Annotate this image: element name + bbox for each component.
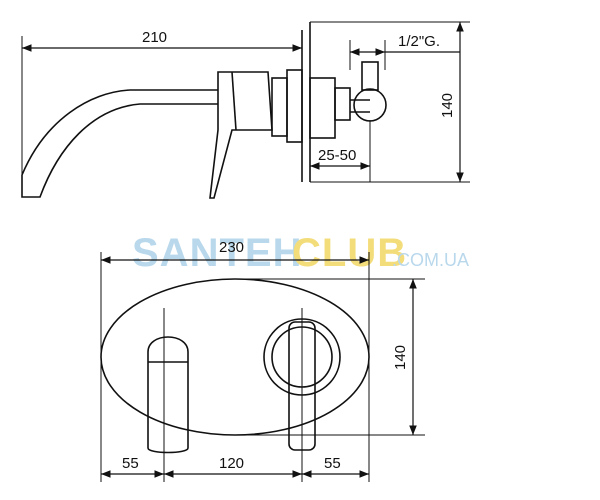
lever-handle [209, 71, 273, 199]
dim-label-wall-depth: 25-50 [318, 147, 356, 164]
valve-body [334, 87, 351, 121]
dim-label-plate-height: 140 [392, 345, 409, 370]
flange-block [286, 69, 303, 143]
dim-label-spout-length: 210 [142, 29, 167, 46]
spout-outline [21, 89, 218, 198]
pipe-stub [361, 61, 379, 91]
spout-outlet [147, 336, 189, 454]
wall-box [309, 77, 336, 139]
watermark-brand-part1: SANTEH [132, 231, 302, 275]
watermark: SANTEH CLUB .COM.UA [132, 231, 469, 275]
side-view-labels: 210 1/2"G. 25-50 140 [142, 29, 456, 164]
dim-label-height-side: 140 [439, 93, 456, 118]
cover-plate [100, 278, 370, 436]
dim-label-thread: 1/2"G. [398, 33, 440, 50]
dim-label-left-offset: 55 [122, 455, 139, 472]
front-view [100, 252, 425, 482]
side-view [21, 21, 470, 199]
watermark-domain: .COM.UA [392, 250, 469, 270]
watermark-brand-part2: CLUB [292, 231, 407, 275]
dim-label-axis-spacing: 120 [219, 455, 244, 472]
dim-label-right-offset: 55 [324, 455, 341, 472]
dim-label-plate-width: 230 [219, 239, 244, 256]
front-view-labels: 230 55 120 55 140 [122, 239, 409, 472]
lever-edge [231, 71, 237, 131]
pipe-connection [353, 88, 387, 122]
body-block [271, 77, 288, 137]
